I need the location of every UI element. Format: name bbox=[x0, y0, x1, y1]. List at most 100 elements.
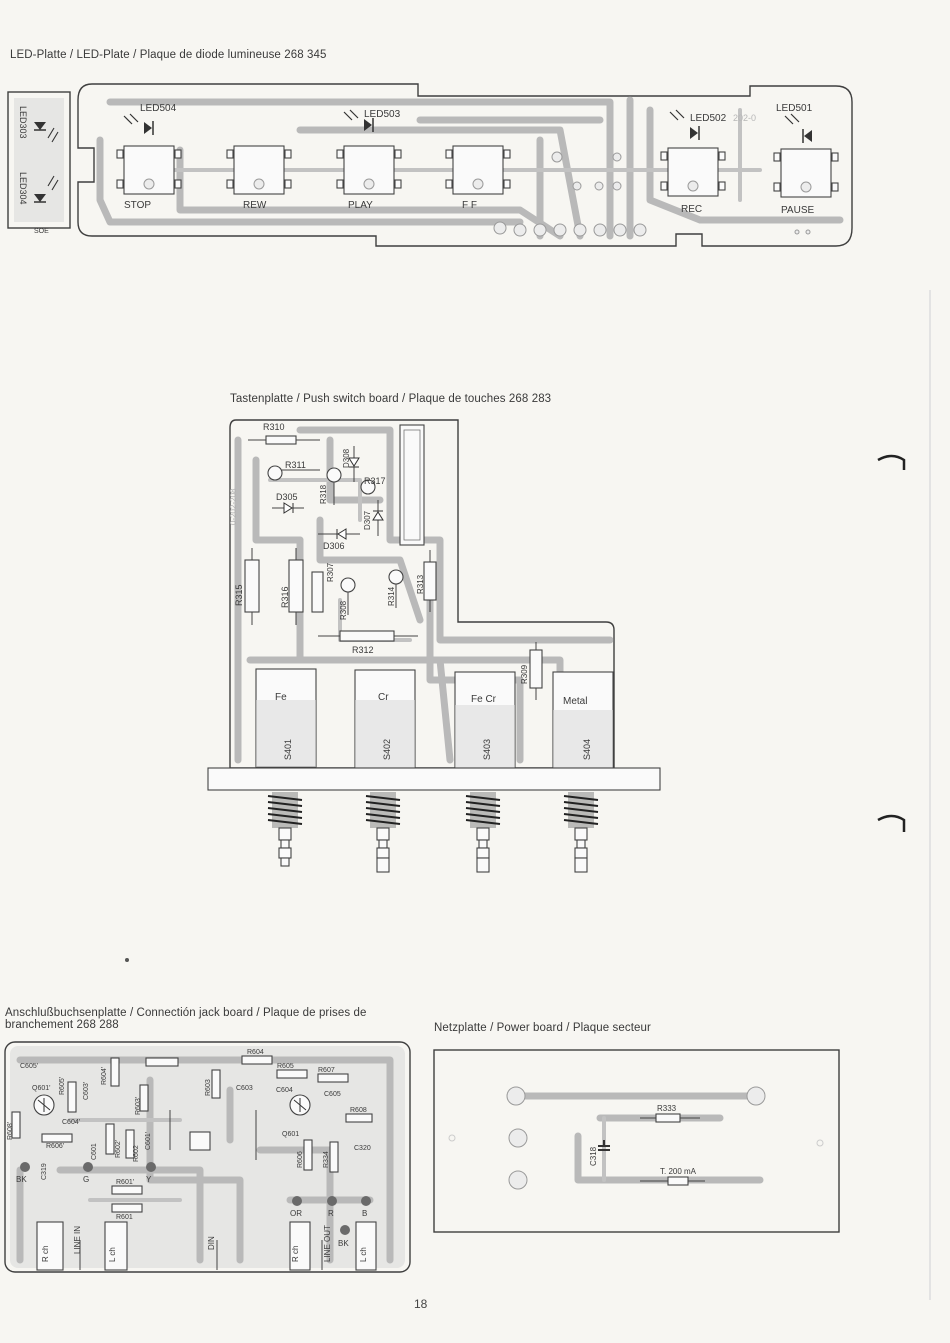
binder-hole-mark bbox=[877, 454, 906, 470]
r311-label: R311 bbox=[285, 460, 306, 470]
push-trace-3 bbox=[252, 456, 304, 544]
d308-label: D308 bbox=[342, 448, 351, 468]
led-trace-4 bbox=[296, 126, 584, 240]
jack-trace-1 bbox=[16, 1056, 394, 1264]
push-board-outline bbox=[229, 419, 615, 769]
power-board: R333 C318 T. 200 mA bbox=[433, 1049, 840, 1233]
led-pad bbox=[794, 229, 800, 235]
r308 bbox=[340, 577, 356, 615]
jack-board-caption-line1: Anschlußbuchsenplatte / Connectión jack … bbox=[5, 1007, 367, 1019]
push-trace-5 bbox=[316, 516, 424, 624]
r607-label: R607 bbox=[318, 1067, 335, 1074]
push-connector-inner bbox=[403, 429, 421, 541]
switch-s403-label: Fe Cr bbox=[471, 694, 497, 705]
switch-s403-ref: S403 bbox=[482, 739, 492, 760]
led504-symbol bbox=[123, 113, 154, 135]
jack-line-out-label: LINE OUT bbox=[323, 1225, 332, 1262]
r317-label: R317 bbox=[364, 476, 386, 486]
push-switch-base-bar bbox=[207, 767, 661, 791]
r309 bbox=[529, 642, 543, 700]
led501-label: LED501 bbox=[776, 103, 813, 114]
c605-prime-label: C605' bbox=[20, 1063, 38, 1070]
c604-label: C604 bbox=[276, 1087, 293, 1094]
y-label: Y bbox=[146, 1175, 152, 1184]
switch-ff-label: F F bbox=[462, 200, 477, 211]
r316 bbox=[288, 548, 304, 625]
switch-pause bbox=[773, 148, 839, 198]
page-number: 18 bbox=[414, 1297, 428, 1311]
led-trace-7 bbox=[646, 106, 844, 224]
switch-rew bbox=[226, 145, 292, 195]
led-trace-top bbox=[106, 98, 614, 240]
r310 bbox=[248, 435, 320, 445]
c319-label: C319 bbox=[41, 1163, 48, 1180]
r333-label: R333 bbox=[657, 1104, 677, 1113]
r309-label: R309 bbox=[520, 664, 529, 684]
r604-prime-label: R604' bbox=[101, 1067, 108, 1085]
r307-label: R307 bbox=[326, 562, 335, 582]
switch-rec-label: REC bbox=[681, 204, 702, 215]
bk-label: BK bbox=[16, 1175, 27, 1184]
r315 bbox=[244, 548, 260, 625]
jack-rch-out bbox=[289, 1221, 311, 1271]
jack-rch-out-label: R ch bbox=[291, 1246, 300, 1262]
q601-label: Q601 bbox=[282, 1131, 299, 1138]
r307 bbox=[311, 571, 324, 613]
jack-din-label: DIN bbox=[207, 1236, 216, 1250]
q601-prime-transistor-leads bbox=[37, 1098, 51, 1112]
power-pad bbox=[506, 1086, 526, 1106]
c604-prime-label: C604' bbox=[62, 1119, 80, 1126]
led-pad bbox=[493, 221, 507, 235]
jack-lch-out bbox=[355, 1221, 377, 1271]
r312 bbox=[318, 630, 418, 642]
power-pad bbox=[508, 1170, 528, 1190]
d307-label: D307 bbox=[363, 510, 372, 530]
q601-prime-label: Q601' bbox=[32, 1085, 50, 1092]
switch-s404: Metal S404 bbox=[552, 671, 614, 769]
r314-label: R314 bbox=[387, 586, 396, 606]
r602-resistor bbox=[125, 1129, 135, 1159]
r606-label: R606 bbox=[297, 1151, 304, 1168]
push-board-mark: 0-202-208 bbox=[229, 488, 238, 525]
r315-label: R315 bbox=[234, 584, 244, 606]
led-pad bbox=[612, 152, 622, 162]
r313-label: R313 bbox=[416, 574, 425, 594]
switch-ff bbox=[445, 145, 511, 195]
fuse-body bbox=[667, 1176, 689, 1186]
d308 bbox=[348, 446, 360, 482]
din-connector-block bbox=[189, 1131, 211, 1151]
r316-label: R316 bbox=[280, 586, 290, 608]
solder-dot-b bbox=[361, 1196, 371, 1206]
led-pad bbox=[612, 181, 622, 191]
switch-s402-ref: S402 bbox=[382, 739, 392, 760]
d306-label: D306 bbox=[323, 541, 345, 551]
solder-dot-y bbox=[146, 1162, 156, 1172]
g-label: G bbox=[83, 1175, 89, 1184]
solder-dot-bk bbox=[20, 1162, 30, 1172]
r605-prime-resistor bbox=[67, 1081, 77, 1113]
led-pad bbox=[551, 151, 563, 163]
led-pad bbox=[633, 223, 647, 237]
d305 bbox=[272, 502, 304, 514]
jack-line-in-label: LINE IN bbox=[73, 1226, 82, 1254]
led-pad bbox=[572, 181, 582, 191]
solder-dot-r bbox=[327, 1196, 337, 1206]
binder-hole-mark bbox=[877, 814, 906, 832]
c603-label: C603 bbox=[236, 1085, 253, 1092]
push-trace-9 bbox=[268, 478, 362, 522]
c320-label: C320 bbox=[354, 1145, 371, 1152]
power-hole bbox=[816, 1139, 824, 1147]
led502-label: LED502 bbox=[690, 113, 727, 124]
switch-s404-ref: S404 bbox=[582, 739, 592, 760]
switch-s401-ref: S401 bbox=[283, 739, 293, 760]
solder-dot-or bbox=[292, 1196, 302, 1206]
r318-label: R318 bbox=[319, 484, 328, 504]
led-pad bbox=[533, 223, 547, 237]
r606-prime-label: R606' bbox=[46, 1143, 64, 1150]
led-board-outline bbox=[77, 83, 853, 247]
r608-prime-label: R608' bbox=[7, 1122, 14, 1140]
led-side-strip bbox=[7, 91, 71, 229]
led-board: LED504 LED503 LED502 LED501 LED303 LED30… bbox=[7, 83, 853, 247]
power-trace-l bbox=[574, 1132, 764, 1184]
jack-rch-in bbox=[36, 1221, 64, 1271]
